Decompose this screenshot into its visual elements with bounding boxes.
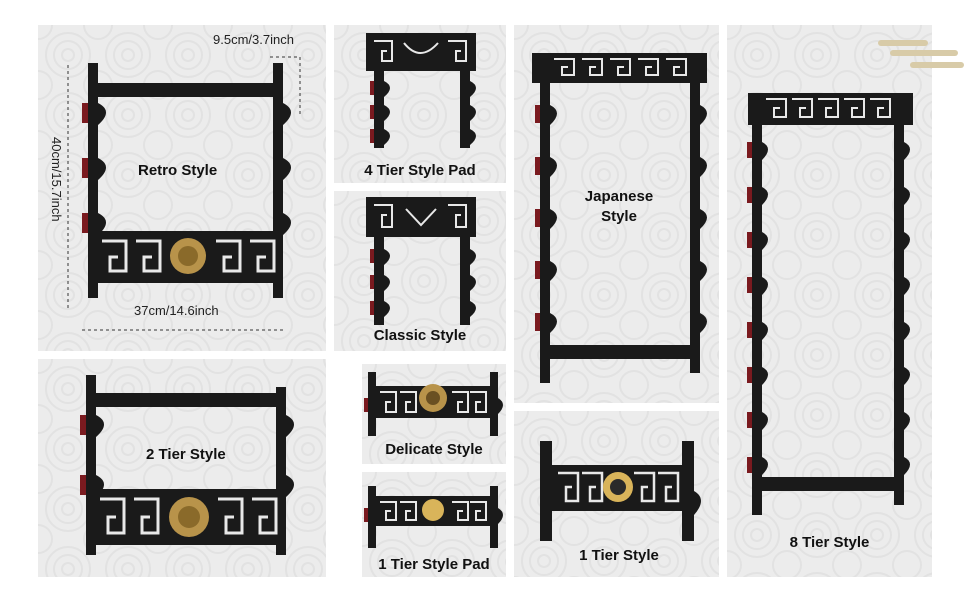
panel-retro-style: 9.5cm/3.7inch 40cm/15.7inch 37cm/14.6inc… xyxy=(38,25,326,351)
japanese-rack-image xyxy=(532,53,707,383)
2-tier-style-label: 2 Tier Style xyxy=(146,446,226,463)
8-tier-style-label: 8 Tier Style xyxy=(789,534,870,551)
2-tier-rack-image xyxy=(80,375,294,555)
panel-4-tier-style-pad: 4 Tier Style Pad xyxy=(334,25,506,183)
classic-style-label: Classic Style xyxy=(373,327,467,344)
8-tier-rack-image xyxy=(747,93,913,515)
1-tier-pad-rack-image xyxy=(364,486,503,548)
panel-1-tier-style-pad: 1 Tier Style Pad xyxy=(362,472,506,577)
retro-rack-image xyxy=(82,63,291,298)
cloud-ornament-icon xyxy=(878,40,964,68)
japanese-style-label-line2: Style xyxy=(601,208,637,225)
dimension-lines xyxy=(67,56,301,331)
depth-dimension: 9.5cm/3.7inch xyxy=(213,32,294,47)
4-tier-pad-rack-image xyxy=(366,33,476,148)
panel-2-tier-style: 2 Tier Style xyxy=(38,359,326,577)
1-tier-rack-image xyxy=(540,441,701,541)
width-dimension: 37cm/14.6inch xyxy=(134,303,219,318)
panel-delicate-style: Delicate Style xyxy=(362,364,506,464)
4-tier-style-pad-label: 4 Tier Style Pad xyxy=(364,162,476,179)
panel-8-tier-style: 8 Tier Style xyxy=(727,25,932,577)
1-tier-style-label: 1 Tier Style xyxy=(579,547,659,564)
classic-rack-image xyxy=(366,197,476,325)
1-tier-style-pad-label: 1 Tier Style Pad xyxy=(378,556,490,573)
retro-style-label: Retro Style xyxy=(138,162,218,179)
panel-1-tier-style: 1 Tier Style xyxy=(514,411,719,577)
panel-japanese-style: Japanese Style xyxy=(514,25,719,403)
delicate-rack-image xyxy=(364,372,503,436)
japanese-style-label-line1: Japanese xyxy=(584,188,654,205)
delicate-style-label: Delicate Style xyxy=(385,441,483,458)
panel-classic-style: Classic Style xyxy=(334,191,506,351)
height-dimension: 40cm/15.7inch xyxy=(49,137,64,222)
